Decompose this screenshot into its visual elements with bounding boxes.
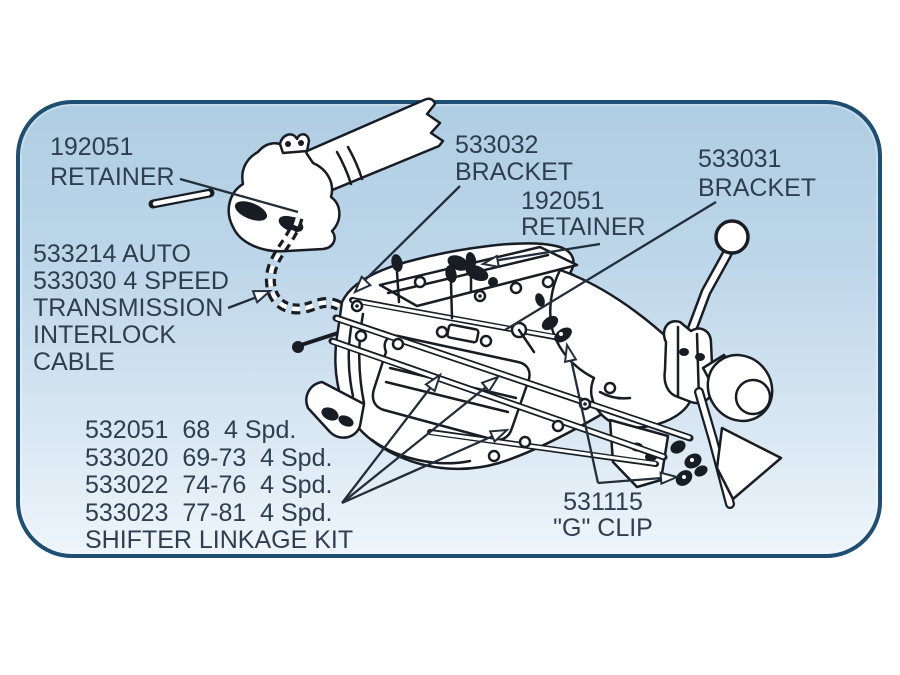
crossmember-plate (715, 426, 783, 501)
shifter-assembly (662, 219, 783, 509)
leader-retainer-mid (492, 242, 601, 263)
leader-lines (179, 177, 717, 505)
shifter-mount-bracket (662, 319, 715, 405)
leader-retainer-top (179, 177, 299, 214)
leader-bracket-533032 (361, 185, 461, 284)
g-clips (541, 315, 708, 486)
label-shifter-linkage-kit: 532051 68 4 Spd. 533020 69-73 4 Spd. 533… (85, 416, 354, 554)
label-533032-bracket: 533032 BRACKET (455, 131, 574, 186)
label-192051-retainer-top: 192051 RETAINER (50, 133, 175, 191)
transmission-case (305, 242, 655, 471)
leader-fan-shifter-kit (341, 372, 510, 505)
arrowhead-interlock-cable (251, 289, 273, 305)
steering-column (148, 97, 445, 253)
label-192051-retainer-mid: 192051 RETAINER (521, 187, 646, 241)
label-533031-bracket: 533031 BRACKET (698, 145, 817, 202)
leader-g-clip (563, 342, 681, 486)
arrowhead-533032 (353, 275, 373, 294)
label-interlock-cable: 533214 AUTO 533030 4 SPEED TRANSMISSION … (33, 240, 229, 376)
shift-rods (328, 297, 694, 467)
label-g-clip: 531115 "G" CLIP (553, 488, 653, 542)
interlock-cable (264, 216, 370, 353)
retainer-pin (148, 188, 215, 209)
top-studs (391, 252, 545, 320)
retainer-clip-parts (447, 255, 498, 287)
leader-bracket-533031 (504, 201, 717, 331)
leader-interlock-cable (227, 295, 258, 310)
shifter-knob (714, 219, 750, 255)
arrowhead-retainer-mid (480, 254, 501, 269)
